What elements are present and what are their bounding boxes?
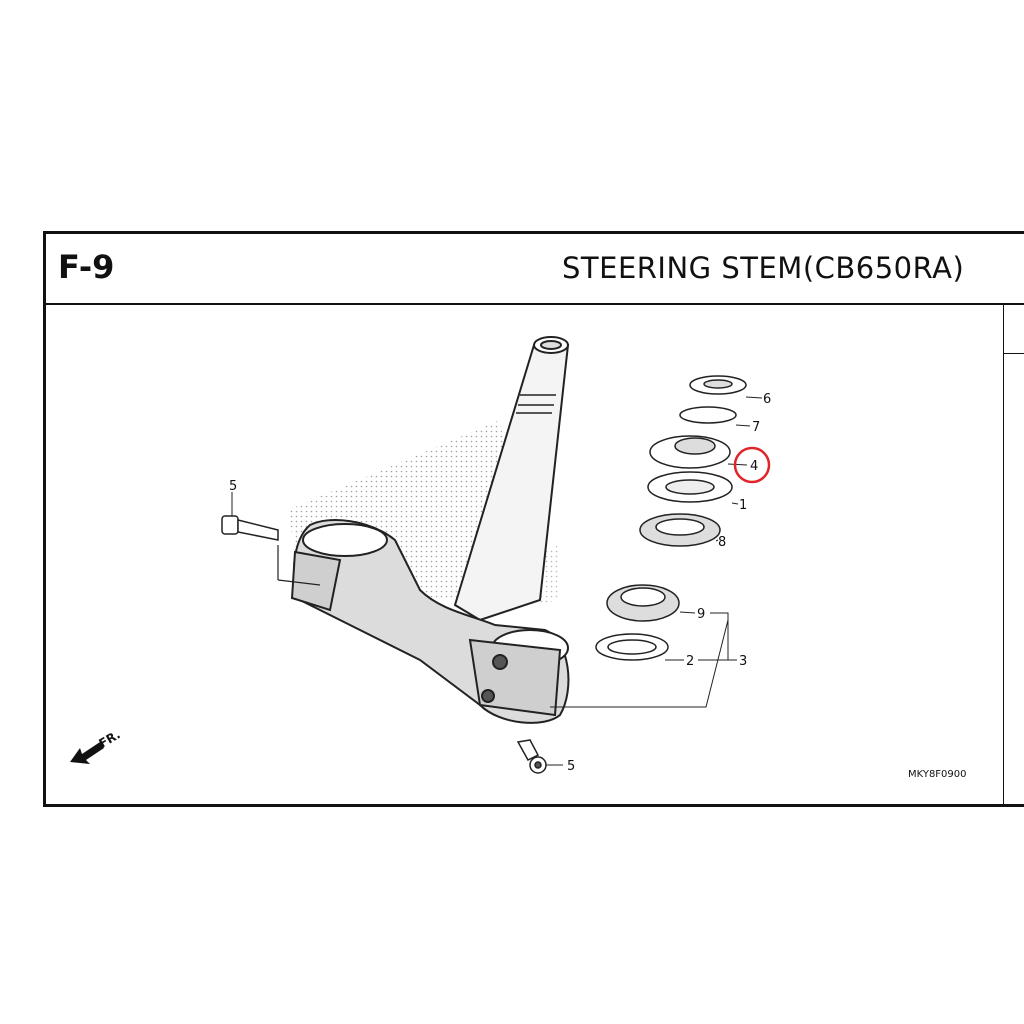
highlight-ring xyxy=(733,446,771,484)
callout-9: 9 xyxy=(697,607,705,622)
callout-8: 8 xyxy=(718,535,726,550)
callout-7: 7 xyxy=(752,420,760,435)
bearing-part-9 xyxy=(606,584,696,622)
callout-2: 2 xyxy=(686,654,694,669)
callout-bracket xyxy=(550,612,737,708)
dust-seal-part-1 xyxy=(647,471,739,505)
right-tab-rule xyxy=(1003,353,1024,354)
section-code: F-9 xyxy=(58,248,115,286)
lock-washer-part-7 xyxy=(679,406,751,427)
callout-4: 4 xyxy=(750,459,758,474)
drawing-code: MKY8F0900 xyxy=(908,769,967,780)
bolt-left xyxy=(221,492,279,541)
bolt-bottom xyxy=(516,739,563,774)
diagram-header: F-9 STEERING STEM(CB650RA) xyxy=(46,234,1024,305)
page-title: STEERING STEM(CB650RA) xyxy=(562,251,965,285)
bearing-part-8 xyxy=(639,513,721,547)
callout-5-bottom: 5 xyxy=(567,759,575,774)
callout-1: 1 xyxy=(739,498,747,513)
callout-3: 3 xyxy=(739,654,747,669)
right-divider xyxy=(1003,305,1004,804)
stem-nut-part-6 xyxy=(689,375,763,399)
callout-5-left: 5 xyxy=(229,479,237,494)
front-label: FR. xyxy=(97,727,123,750)
front-arrow-icon: FR. xyxy=(70,727,123,764)
parts-diagram-frame: F-9 STEERING STEM(CB650RA) xyxy=(43,231,1024,807)
dust-seal-part-2 xyxy=(595,633,684,661)
adjusting-nut-part-4 xyxy=(649,435,748,469)
bottom-bridge xyxy=(277,519,570,724)
steering-stem-shaft xyxy=(453,336,570,622)
callout-6: 6 xyxy=(763,392,771,407)
